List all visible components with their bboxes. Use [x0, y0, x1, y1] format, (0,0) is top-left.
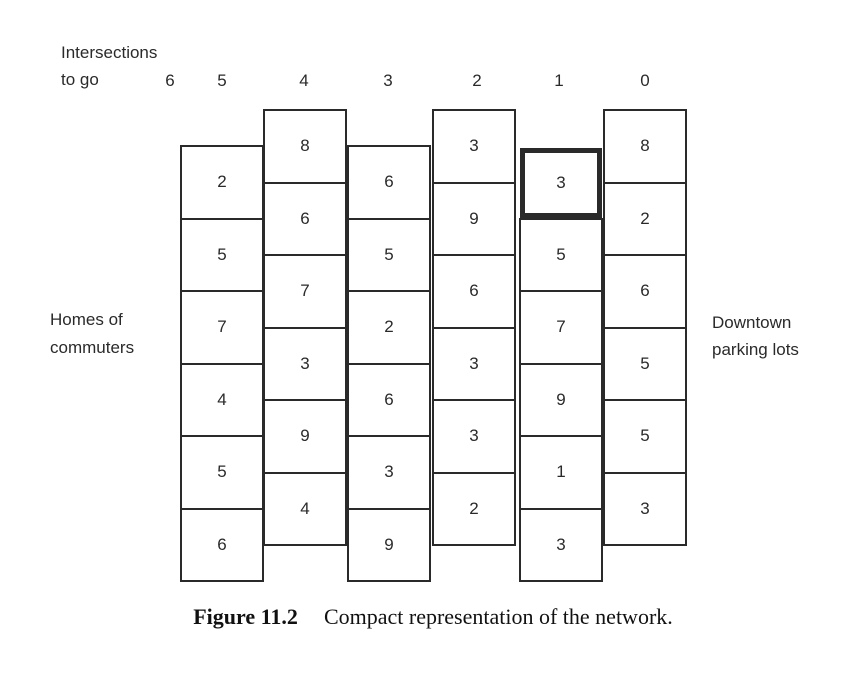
network-cell-col4-row6: 2 — [432, 471, 516, 546]
intersections-count-6: 6 — [165, 71, 175, 90]
network-cell-col2-row1: 8 — [263, 109, 347, 184]
network-cell-col4-row1: 3 — [432, 109, 516, 184]
intersections-label-line1: Intersections — [61, 43, 158, 62]
homes-label-line2: commuters — [50, 338, 135, 357]
network-cell-col4-row2: 9 — [432, 181, 516, 256]
network-cell-col5-row6: 3 — [519, 507, 603, 582]
network-cell-col5-row5: 1 — [519, 435, 603, 510]
figure-caption: Figure 11.2 Compact representation of the… — [0, 604, 866, 630]
network-cell-col3-row2: 5 — [347, 217, 431, 292]
network-cell-col3-row5: 3 — [347, 435, 431, 510]
intersections-count-4: 4 — [299, 71, 309, 90]
network-cell-col5-row4: 9 — [519, 362, 603, 437]
network-cell-col5-row2: 5 — [519, 217, 603, 292]
network-cell-col6-row5: 5 — [603, 399, 687, 474]
network-cell-col4-row4: 3 — [432, 326, 516, 401]
network-cell-col2-row5: 9 — [263, 399, 347, 474]
intersections-count-5: 5 — [217, 71, 227, 90]
network-cell-col6-row1: 8 — [603, 109, 687, 184]
network-cell-col1-row1: 2 — [180, 145, 264, 220]
network-cell-col4-row5: 3 — [432, 399, 516, 474]
intersections-count-3: 3 — [383, 71, 393, 90]
network-cell-col1-row3: 7 — [180, 290, 264, 365]
network-cell-col3-row3: 2 — [347, 290, 431, 365]
network-cell-col6-row3: 6 — [603, 254, 687, 329]
network-cell-col2-row6: 4 — [263, 471, 347, 546]
network-cell-col6-row4: 5 — [603, 326, 687, 401]
downtown-label-line2: parking lots — [712, 340, 799, 359]
network-cell-col5-row3: 7 — [519, 290, 603, 365]
intersections-count-1: 1 — [554, 71, 564, 90]
network-cell-col2-row2: 6 — [263, 181, 347, 256]
figure-number: Figure 11.2 — [193, 604, 298, 629]
intersections-label-line2: to go — [61, 70, 99, 89]
intersections-count-2: 2 — [472, 71, 482, 90]
network-cell-col1-row6: 6 — [180, 507, 264, 582]
network-cell-col3-row1: 6 — [347, 145, 431, 220]
network-cell-col6-row6: 3 — [603, 471, 687, 546]
figure-caption-text: Compact representation of the network. — [323, 604, 673, 629]
network-cell-col2-row4: 3 — [263, 326, 347, 401]
network-cell-col2-row3: 7 — [263, 254, 347, 329]
network-cell-col6-row2: 2 — [603, 181, 687, 256]
homes-label-line1: Homes of — [50, 310, 123, 329]
network-cell-col4-row3: 6 — [432, 254, 516, 329]
intersections-count-0: 0 — [640, 71, 650, 90]
network-cell-col1-row2: 5 — [180, 217, 264, 292]
network-cell-col3-row4: 6 — [347, 362, 431, 437]
network-cell-col1-row4: 4 — [180, 362, 264, 437]
network-cell-col1-row5: 5 — [180, 435, 264, 510]
network-cell-col3-row6: 9 — [347, 507, 431, 582]
downtown-label-line1: Downtown — [712, 313, 792, 332]
network-cell-col5-row1: 3 — [520, 148, 602, 218]
